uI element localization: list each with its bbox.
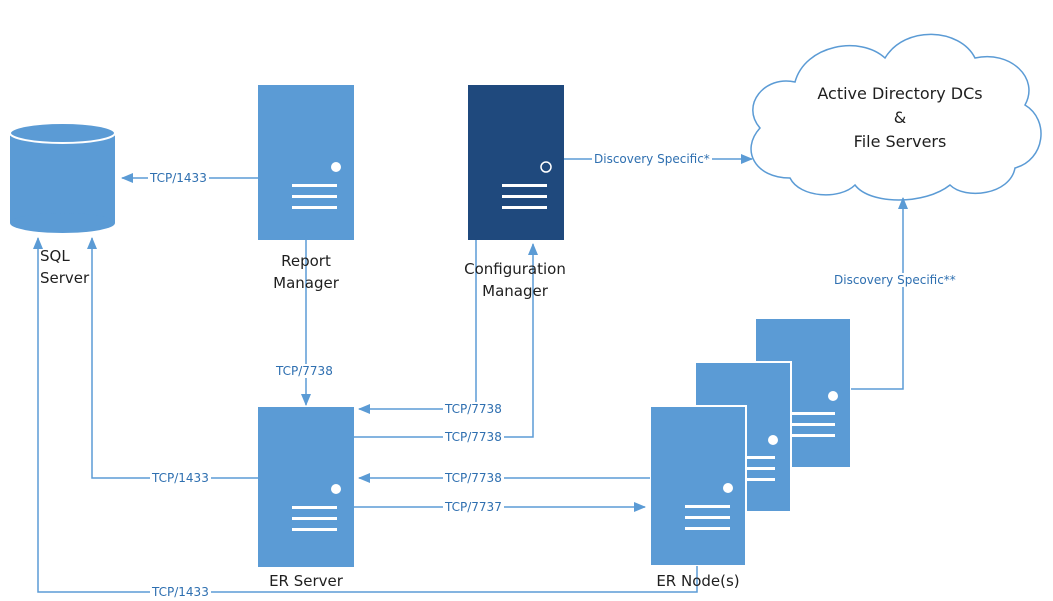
edge-er-to-cm [354,243,538,438]
edge-label-rm-to-er: TCP/7738 [274,364,335,378]
er-server-label: ER Server [269,572,343,590]
edge-label-nodes-to-sql: TCP/1433 [150,585,211,599]
database-icon [9,122,116,233]
edge-label-nodes-to-cloud: Discovery Specific** [832,273,958,287]
edge-label-cm-to-cloud: Discovery Specific* [592,152,712,166]
sql-server-label-line2: Server [40,269,90,287]
edge-label-rm-to-sql: TCP/1433 [148,171,209,185]
report-manager-label: Report Manager [256,250,356,294]
sql-server-label-line1: SQL [40,247,70,265]
cloud-label-line1: Active Directory DCs [817,84,983,103]
sql-server-label: SQL Server [40,245,89,289]
er-nodes-label: ER Node(s) [656,572,740,590]
server-icon [258,407,354,567]
edge-nodes-to-cloud [851,197,908,390]
configuration-manager-label-line2: Manager [482,282,548,300]
cloud-label-line2: & [893,108,907,127]
cloud-label-line3: File Servers [853,132,947,151]
edge-label-er-to-nodes: TCP/7737 [443,500,504,514]
server-icon [258,85,354,240]
server-stack-icon [649,317,852,567]
edge-label-cm-to-er: TCP/7738 [443,402,504,416]
edge-label-er-to-sql: TCP/1433 [150,471,211,485]
configuration-manager-label: Configuration Manager [450,258,580,302]
server-icon [468,85,564,240]
cloud-label: Active Directory DCs & File Servers [780,82,1020,154]
edge-label-nodes-to-er: TCP/7738 [443,471,504,485]
report-manager-label-line2: Manager [273,274,339,292]
report-manager-label-line1: Report [281,252,331,270]
edge-label-er-to-cm: TCP/7738 [443,430,504,444]
edge-nodes-to-sql [33,237,698,593]
edge-er-to-sql [87,237,258,479]
configuration-manager-label-line1: Configuration [464,260,566,278]
